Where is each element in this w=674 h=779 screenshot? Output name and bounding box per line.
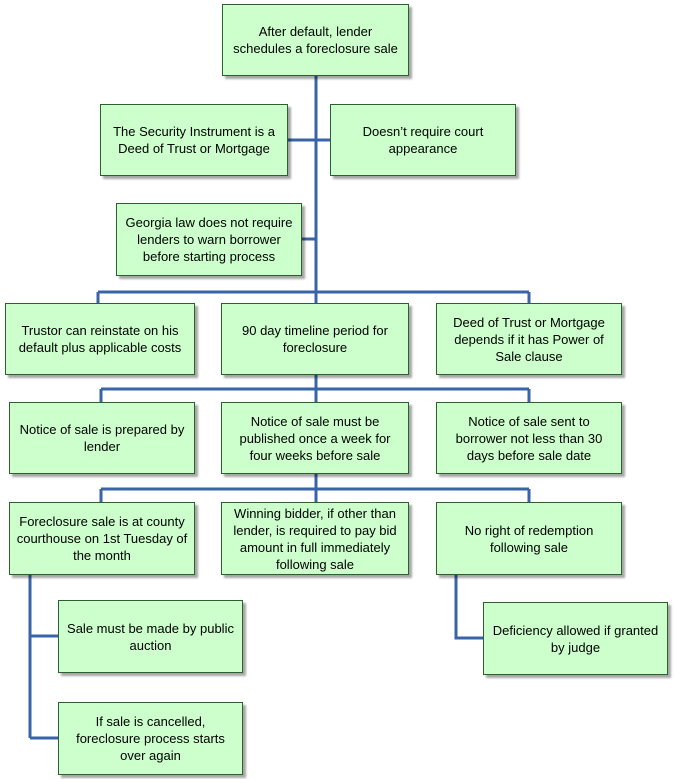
node-no-redemption: No right of redemption following sale bbox=[436, 502, 622, 575]
node-georgia-law: Georgia law does not require lenders to … bbox=[116, 203, 302, 276]
node-sale-cancelled: If sale is cancelled, foreclosure proces… bbox=[58, 702, 243, 775]
node-security-instrument: The Security Instrument is a Deed of Tru… bbox=[100, 104, 288, 176]
node-deficiency: Deficiency allowed if granted by judge bbox=[483, 602, 668, 675]
node-notice-sent: Notice of sale sent to borrower not less… bbox=[436, 402, 622, 474]
node-root: After default, lender schedules a forecl… bbox=[222, 4, 409, 76]
redemption-sub bbox=[454, 575, 483, 640]
node-notice-prepared: Notice of sale is prepared by lender bbox=[9, 402, 195, 474]
node-trustor-reinstate: Trustor can reinstate on his default plu… bbox=[5, 303, 195, 375]
node-notice-published: Notice of sale must be published once a … bbox=[221, 402, 409, 474]
node-deed-depends: Deed of Trust or Mortgage depends if it … bbox=[436, 303, 622, 375]
node-timeline-90: 90 day timeline period for foreclosure bbox=[221, 303, 409, 375]
node-winning-bidder: Winning bidder, if other than lender, is… bbox=[221, 502, 409, 575]
node-courthouse-sale: Foreclosure sale is at county courthouse… bbox=[9, 502, 195, 575]
node-public-auction: Sale must be made by public auction bbox=[58, 600, 243, 673]
node-no-court: Doesn’t require court appearance bbox=[330, 104, 516, 176]
